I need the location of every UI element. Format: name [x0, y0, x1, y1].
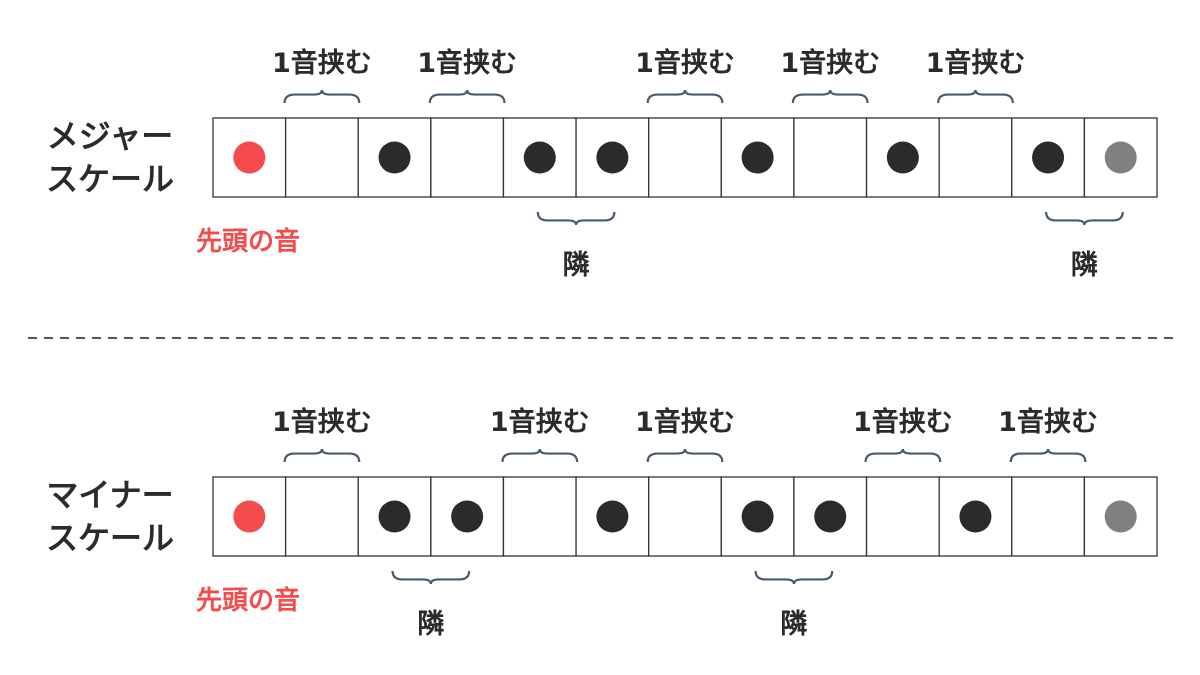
brace	[283, 89, 361, 104]
skip-label: 1音挟む	[853, 406, 953, 438]
note-dot	[741, 500, 774, 533]
root-note-dot	[233, 141, 266, 174]
note-dot	[596, 500, 629, 533]
cell	[430, 117, 505, 198]
note-dot	[1032, 141, 1065, 174]
cell	[284, 476, 359, 557]
adjacent-label: 隣	[563, 250, 590, 281]
note-dot	[378, 141, 411, 174]
root-label: 先頭の音	[196, 226, 300, 257]
cell	[502, 476, 577, 557]
skip-label: 1音挟む	[635, 47, 735, 79]
note-dot	[886, 141, 919, 174]
brace	[283, 448, 361, 463]
note-dot	[596, 141, 629, 174]
brace	[791, 89, 869, 104]
skip-label: 1音挟む	[926, 47, 1026, 79]
skip-label: 1音挟む	[998, 406, 1098, 438]
skip-label: 1音挟む	[417, 47, 517, 79]
note-dot	[814, 500, 847, 533]
skip-label: 1音挟む	[780, 47, 880, 79]
cell	[1083, 117, 1158, 198]
brace	[391, 570, 471, 585]
brace	[754, 570, 834, 585]
brace	[1044, 211, 1124, 226]
octave-note-dot	[1104, 141, 1137, 174]
cell	[865, 476, 940, 557]
adjacent-label: 隣	[1071, 250, 1098, 281]
note-dot	[451, 500, 484, 533]
note-dot	[959, 500, 992, 533]
cell	[793, 476, 868, 557]
scale-title: マイナー	[46, 476, 173, 514]
brace	[646, 89, 724, 104]
brace	[864, 448, 942, 463]
brace	[1009, 448, 1087, 463]
cell	[938, 117, 1013, 198]
scale-title: スケール	[46, 519, 174, 557]
scale-title: スケール	[46, 160, 174, 198]
brace	[937, 89, 1014, 104]
cell	[284, 117, 359, 198]
note-dot	[523, 141, 556, 174]
adjacent-label: 隣	[780, 609, 807, 640]
root-note-dot	[233, 500, 266, 533]
cell	[793, 117, 868, 198]
brace	[428, 89, 506, 104]
brace	[646, 448, 724, 463]
cell	[1011, 476, 1086, 557]
skip-label: 1音挟む	[490, 406, 590, 438]
brace	[501, 448, 579, 463]
brace	[536, 211, 616, 226]
adjacent-label: 隣	[417, 609, 444, 640]
cell	[648, 117, 722, 198]
skip-label: 1音挟む	[272, 47, 372, 79]
octave-note-dot	[1104, 500, 1137, 533]
scale-title: メジャー	[47, 117, 173, 155]
cell	[648, 476, 722, 557]
root-label: 先頭の音	[196, 585, 300, 616]
note-dot	[378, 500, 411, 533]
skip-label: 1音挟む	[272, 406, 372, 438]
note-dot	[741, 141, 774, 174]
skip-label: 1音挟む	[635, 406, 735, 438]
